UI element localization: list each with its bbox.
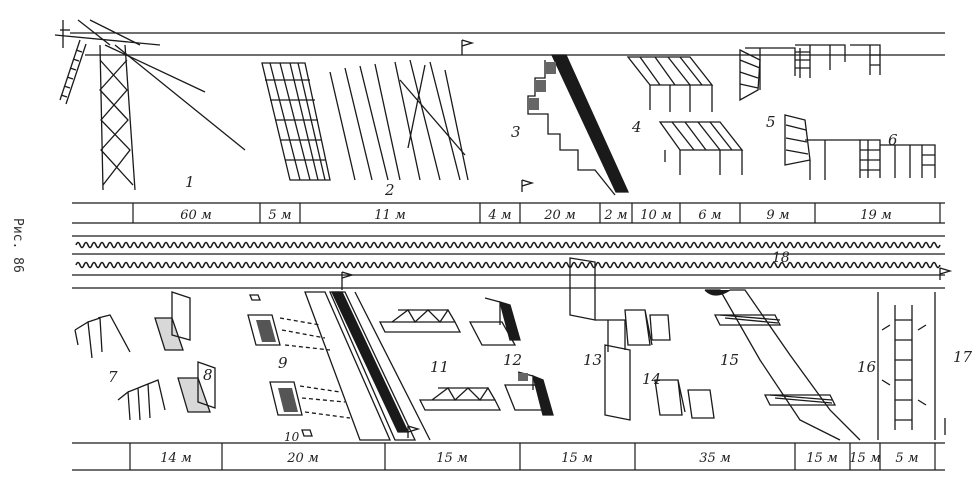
element-number: 15 — [720, 351, 739, 369]
element-number: 7 — [108, 368, 118, 386]
bottom-row-scene — [72, 257, 953, 441]
beams-obstacle — [626, 56, 744, 175]
distance-label: 5 м — [268, 208, 291, 223]
element-number: 9 — [278, 354, 288, 372]
track-wave-pattern — [75, 261, 941, 269]
element-number: 4 — [631, 118, 642, 136]
top-row-numbers: 1 2 3 4 5 6 — [185, 113, 898, 199]
walls-obstacle — [739, 44, 936, 180]
element-number: 3 — [511, 123, 521, 141]
element-number: 1 — [185, 173, 195, 191]
element-number: 17 — [953, 348, 973, 366]
distance-label: 11 м — [374, 208, 405, 223]
distance-label: 15 м — [436, 451, 467, 466]
element-number: 13 — [583, 351, 602, 369]
distance-label: 15 м — [561, 451, 592, 466]
distance-label: 35 м — [699, 451, 730, 466]
track-wave-pattern — [75, 241, 941, 249]
element-number: 2 — [384, 181, 395, 199]
tower-obstacle — [54, 19, 246, 191]
distance-label: 19 м — [860, 208, 891, 223]
distance-label: 60 м — [180, 208, 211, 223]
hurdles-obstacle — [74, 314, 166, 421]
ditch-obstacle — [704, 289, 861, 441]
bottom-distance-strip: 14 м 20 м 15 м 15 м 35 м 15 м 15 м 5 м — [72, 442, 945, 471]
bridges-obstacle — [378, 308, 502, 411]
trench-obstacle — [468, 297, 554, 416]
net-obstacle — [261, 39, 475, 181]
element-number: 10 — [284, 430, 300, 444]
pits-obstacle — [247, 294, 351, 437]
distance-label: 10 м — [640, 208, 671, 223]
element-number: 11 — [430, 358, 449, 376]
running-track — [72, 235, 945, 276]
element-number: 12 — [503, 351, 522, 369]
distance-label: 2 м — [603, 208, 627, 223]
bottom-row-numbers: 7 8 9 10 11 12 13 14 15 16 17 — [108, 348, 973, 444]
element-number: 8 — [203, 366, 213, 384]
distance-label: 15 м — [806, 451, 837, 466]
distance-label: 6 м — [698, 208, 721, 223]
element-number: 5 — [766, 113, 776, 131]
bank-obstacle — [304, 271, 431, 441]
distance-label: 9 м — [766, 208, 789, 223]
wall-obstacle — [569, 257, 715, 421]
distance-label: 15 м — [849, 451, 880, 466]
top-distance-strip: 60 м 5 м 11 м 4 м 20 м 2 м 10 м 6 м 9 м … — [72, 202, 945, 224]
distance-label: 14 м — [160, 451, 191, 466]
track-number: 18 — [772, 250, 790, 266]
element-number: 6 — [888, 131, 898, 149]
element-number: 16 — [857, 358, 877, 376]
figure-caption: Рис. 86 — [10, 218, 25, 273]
boards-obstacle — [154, 291, 216, 413]
top-row-scene — [54, 19, 945, 196]
element-number: 14 — [642, 370, 661, 388]
distance-label: 4 м — [487, 208, 511, 223]
stairs-obstacle — [521, 54, 630, 196]
distance-label: 20 м — [543, 208, 575, 223]
distance-label: 5 м — [895, 451, 918, 466]
ladder-obstacle — [877, 267, 953, 440]
distance-label: 20 м — [286, 451, 318, 466]
